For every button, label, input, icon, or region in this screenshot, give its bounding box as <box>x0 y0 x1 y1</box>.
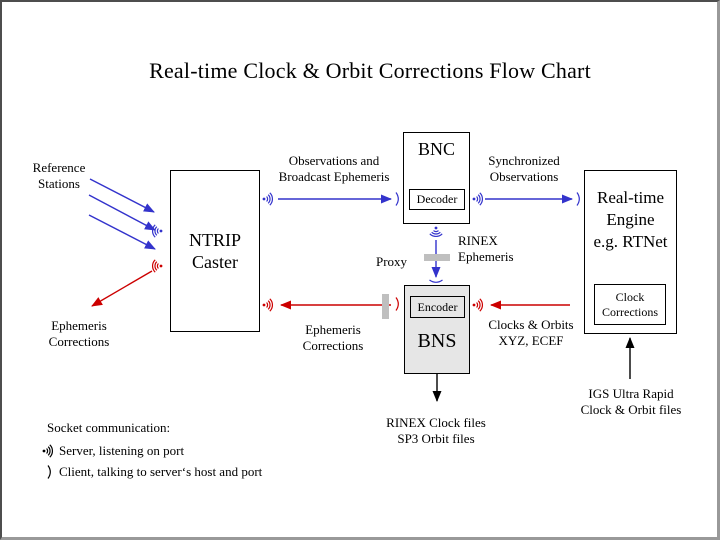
ntrip-caster-label: NTRIP Caster <box>188 230 241 272</box>
node-encoder: Encoder <box>410 296 465 318</box>
client-icon-bns-left <box>395 296 399 312</box>
realtime-engine-label: Real-time Engine e.g. RTNet <box>593 188 668 251</box>
label-proxy: Proxy <box>376 254 408 269</box>
node-decoder: Decoder <box>409 189 465 210</box>
server-icon-caster-left-corr <box>151 259 163 273</box>
server-icon-bnc-bottom <box>429 226 443 238</box>
server-icon-bnc-right <box>472 192 484 206</box>
node-ntrip-caster: NTRIP Caster <box>170 170 260 332</box>
legend-server-icon <box>41 444 54 458</box>
server-icon-bns-right <box>472 298 484 312</box>
server-icon-caster-left-obs <box>151 224 163 238</box>
server-icon-caster-right-corr <box>262 298 274 312</box>
server-icon-caster-right <box>262 192 274 206</box>
bns-label: BNS <box>417 330 457 352</box>
arrow-refstation-3 <box>88 214 156 250</box>
node-bnc: BNC Decoder <box>403 132 470 224</box>
client-icon-bns-top <box>428 279 444 283</box>
page-title: Real-time Clock & Orbit Corrections Flow… <box>149 58 591 83</box>
legend-heading: Socket communication: <box>47 420 171 435</box>
legend-client-text: Client, talking to server‘s host and por… <box>59 464 263 479</box>
client-icon-bnc-left <box>395 191 399 207</box>
arrow-ephcorr-out-left <box>91 270 153 307</box>
proxy-bar-vertical <box>382 294 389 319</box>
bnc-label: BNC <box>417 139 455 159</box>
legend-client-icon <box>47 464 51 480</box>
client-icon-engine-left <box>576 191 580 207</box>
arrow-refstation-1 <box>89 178 155 213</box>
legend-server-text: Server, listening on port <box>59 443 185 458</box>
arrow-refstation-2 <box>88 194 156 231</box>
node-realtime-engine: Real-time Engine e.g. RTNet Clock Correc… <box>584 170 677 334</box>
node-bns: Encoder BNS <box>404 285 470 374</box>
node-clock-corrections: Clock Corrections <box>594 284 666 325</box>
proxy-bar-horizontal <box>424 254 450 261</box>
